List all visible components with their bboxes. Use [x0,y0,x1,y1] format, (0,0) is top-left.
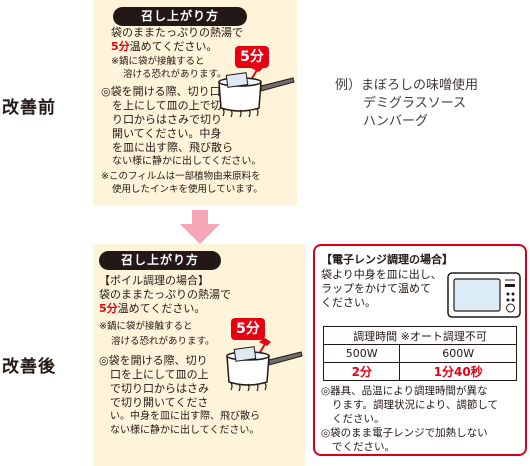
mw-val-500w: 2分 [322,362,401,381]
after-para1-4: い。中身を皿に出す際、飛び散ら [110,411,260,422]
after-panel: 召し上がり方 【ボイル調理の場合】 袋のままたっぷりの熱湯で 5分温めてください… [93,244,305,466]
mw-note-0: ◎器具、品温により調理時間が異な [321,385,488,397]
after-time-badge: 5分 [231,318,265,340]
before-para1-4: を皿に出す際、飛び散ら [112,141,233,154]
before-note1b: 溶ける恐れがあります。 [123,69,227,80]
mw-note-1: ります。調理状況により、調節して [332,399,499,411]
before-line2: 5分温めてください。 [111,40,218,53]
before-para1-5: ない様に静かに出してください。 [112,156,262,167]
after-para1-1: 口を上にして皿の上 [110,368,209,381]
before-para2-0: ※このフィルムは一部植物由来原料を [101,171,261,182]
example-line3: ハンバーグ [363,114,429,129]
mw-note-4: でください。 [332,441,395,453]
after-note1b: 溶ける恐れがあります。 [111,336,215,347]
after-note1a: ※鍋に袋が接触すると [99,321,193,332]
before-panel: 召し上がり方 袋のままたっぷりの熱湯で 5分温めてください。 ※鍋に袋が接触する… [93,0,297,205]
mw-line-2: ください。 [321,296,376,309]
mw-line-1: ラップをかけて温めて [321,282,431,295]
before-para2-1: 使用したインキを使用しています。 [112,184,263,195]
mw-val-600w: 1分40秒 [399,362,517,381]
after-boil-heading: 【ボイル調理の場合】 [99,274,209,287]
mw-note-3: ◎袋のまま電子レンジで加熱しない [321,427,488,439]
after-line1: 袋のままたっぷりの熱湯で [99,288,231,301]
microwave-icon [447,272,521,318]
example-line1: 例）まぼろしの味噌使用 [335,78,479,93]
before-note1a: ※鍋に袋が接触すると [111,56,205,67]
microwave-instructions-box: 【電子レンジ調理の場合】 袋より中身を皿に出し、 ラップをかけて温めて ください… [313,244,527,456]
after-label: 改善後 [2,357,56,377]
mw-line-0: 袋より中身を皿に出し、 [321,268,442,281]
after-para1-3: で切り開いてくださ [110,396,209,409]
mw-note-2: ください。 [332,413,385,425]
before-label: 改善前 [2,98,56,118]
down-arrow-icon [180,210,220,244]
mw-heading: 【電子レンジ調理の場合】 [321,253,453,266]
before-para1-1: を上にして皿の上で切 [112,99,222,112]
before-para1-2: り口からはさみで切り [112,113,222,126]
pot-icon [226,338,303,392]
before-time-badge: 5分 [235,46,269,68]
example-line2: デミグラスソース [363,96,467,111]
after-para1-0: ◎袋を開ける際、切り [99,354,208,367]
mw-col-600w: 600W [399,344,517,363]
before-para1-3: 開いてください。中身 [112,127,222,140]
before-line1: 袋のままたっぷりの熱湯で [111,26,243,39]
after-para1-2: で切り口からはさみ [110,382,209,395]
before-title-pill: 召し上がり方 [113,7,247,26]
after-title-pill: 召し上がり方 [99,251,221,270]
before-para1-0: ◎袋を開ける際、切り口 [101,85,221,98]
after-para1-5: ない様に静かに出してください。 [110,425,260,436]
after-line2: 5分温めてください。 [99,302,206,315]
mw-table-header: 調理時間 ※オート調理不可 [323,326,517,345]
pot-icon [218,64,295,118]
mw-col-500w: 500W [322,344,401,363]
